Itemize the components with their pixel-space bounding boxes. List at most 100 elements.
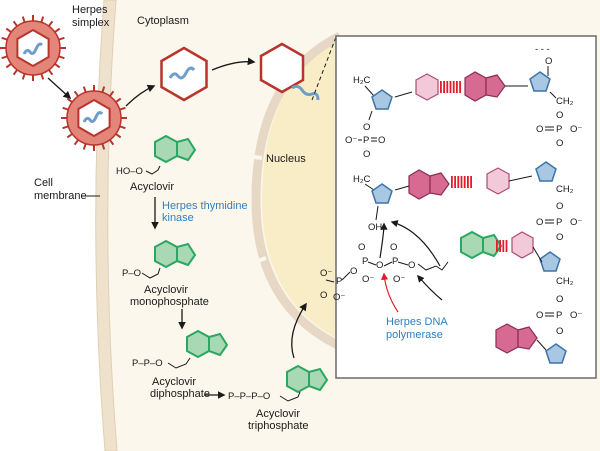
hydrogen-bond (457, 176, 460, 188)
triphosphate-label-2: triphosphate (248, 420, 309, 432)
left-backbone: H₂C O P O⁻ O O H₂C OH (345, 75, 393, 233)
arrow-into-nucleus (291, 302, 307, 359)
zoom-line-top (311, 36, 337, 101)
hydrogen-bond (452, 81, 455, 93)
svg-text:O: O (390, 242, 397, 253)
cytoplasm-label: Cytoplasm (137, 15, 189, 27)
herpes-simplex-label-2: simplex (72, 17, 110, 29)
drug-ring-hexagon (186, 329, 210, 359)
viral-dna-injecting (291, 84, 320, 101)
svg-text:O⁻: O⁻ (333, 292, 345, 303)
svg-text:O⁻: O⁻ (570, 124, 582, 135)
acyclovir-triphosphate-molecule: P–P–P–O Acyclovir triphosphate (228, 364, 329, 432)
svg-text:OH: OH (368, 222, 382, 233)
svg-text:P: P (363, 135, 369, 146)
triphosphate-chain: O⁻ O P O⁻ O P O O⁻ O P O O⁻ O (320, 242, 449, 303)
svg-text:- - -: - - - (535, 44, 550, 55)
hydrogen-bond (470, 176, 472, 188)
monophosphate-label-2: monophosphate (130, 296, 209, 308)
svg-text:O⁻: O⁻ (393, 274, 405, 285)
hydrogen-bond (443, 81, 445, 93)
svg-text:O: O (408, 260, 415, 271)
svg-text:O: O (556, 138, 563, 149)
svg-text:O⁻: O⁻ (570, 310, 582, 321)
svg-text:P: P (556, 310, 562, 321)
new-bond-arrow (379, 222, 388, 259)
virus-dna (82, 111, 104, 123)
hydrogen-bond (460, 176, 463, 188)
virus-capsid (16, 28, 50, 68)
capsid-at-nuclear-pore (259, 42, 305, 94)
deoxyribose-sugar (545, 343, 567, 364)
diphosphate-label-1: Acyclovir (152, 376, 196, 388)
svg-text:O: O (358, 242, 365, 253)
svg-text:P: P (556, 217, 562, 228)
acyclovir-molecule: HO–O Acyclovir (116, 134, 197, 193)
svg-text:O⁻: O⁻ (345, 135, 357, 146)
cell-membrane-label-2: membrane (34, 190, 87, 202)
nucleus-region (262, 40, 340, 340)
svg-text:CH₂: CH₂ (556, 276, 574, 287)
pp-o-group: P–P–O (132, 358, 163, 369)
svg-text:O: O (556, 294, 563, 305)
drug-ring-hexagon (460, 230, 484, 260)
right-backbone: - - - O CH₂ O P O O⁻ O CH₂ O P O O⁻ O CH… (529, 44, 582, 364)
hydrogen-bond (505, 240, 508, 252)
herpes-virus-outside (0, 15, 66, 81)
hydrogen-bond (440, 81, 442, 93)
hydrogen-bond (449, 81, 452, 93)
deoxyribose-sugar (535, 161, 557, 182)
herpes-virus-fusing (61, 85, 127, 151)
arrow-virus-to-cell (47, 77, 72, 100)
dna-detail-panel: H₂C O P O⁻ O O H₂C OH (335, 35, 597, 379)
arrow-to-nucleus (211, 57, 256, 71)
base-pair-2 (394, 167, 533, 200)
hydrogen-bond (451, 176, 453, 188)
capsid-in-cytoplasm (160, 46, 208, 102)
svg-text:P: P (362, 256, 368, 267)
ho-group: HO–O (116, 166, 143, 177)
acyclovir-monophosphate-molecule: P–O Acyclovir monophosphate (122, 239, 209, 308)
svg-text:O⁻: O⁻ (320, 268, 332, 279)
svg-text:O: O (350, 266, 357, 277)
hydrogen-bond (502, 240, 505, 252)
svg-text:CH₂: CH₂ (556, 184, 574, 195)
svg-text:O: O (556, 232, 563, 243)
drug-ring-pentagon (176, 137, 197, 162)
p-o-group: P–O (122, 268, 141, 279)
svg-text:H₂C: H₂C (353, 174, 371, 185)
incoming-acyclovir (460, 230, 543, 263)
svg-text:O⁻: O⁻ (570, 217, 582, 228)
hydrogen-bond (467, 176, 469, 188)
svg-text:O: O (556, 110, 563, 121)
svg-text:O: O (363, 122, 370, 133)
hydrogen-bond (463, 176, 466, 188)
drug-ring-pentagon (308, 367, 329, 392)
hydrogen-bond (454, 176, 456, 188)
svg-text:O: O (378, 135, 385, 146)
bottom-base (495, 323, 547, 354)
deoxyribose-sugar (529, 71, 551, 92)
hydrogen-bond (456, 81, 458, 93)
kinase-label-2: kinase (162, 212, 194, 224)
monophosphate-label-1: Acyclovir (144, 284, 188, 296)
hydrogen-bond (499, 240, 501, 252)
drug-ring-hexagon (154, 239, 178, 269)
svg-text:O: O (556, 201, 563, 212)
diphosphate-label-2: diphosphate (150, 388, 210, 400)
svg-text:O: O (320, 290, 327, 301)
acyclovir-label: Acyclovir (130, 181, 174, 193)
ppp-o-group: P–P–P–O (228, 391, 270, 402)
svg-text:O: O (363, 149, 370, 160)
deoxyribose-sugar (371, 89, 393, 110)
svg-text:O: O (545, 56, 552, 67)
drug-ring-hexagon (286, 364, 310, 394)
triphosphate-label-1: Acyclovir (256, 408, 300, 420)
svg-text:O⁻: O⁻ (362, 274, 374, 285)
svg-text:O: O (556, 326, 563, 337)
herpes-simplex-label-1: Herpes (72, 4, 108, 16)
hydrogen-bond (446, 81, 449, 93)
svg-text:O: O (376, 260, 383, 271)
hydrogen-bond (459, 81, 461, 93)
